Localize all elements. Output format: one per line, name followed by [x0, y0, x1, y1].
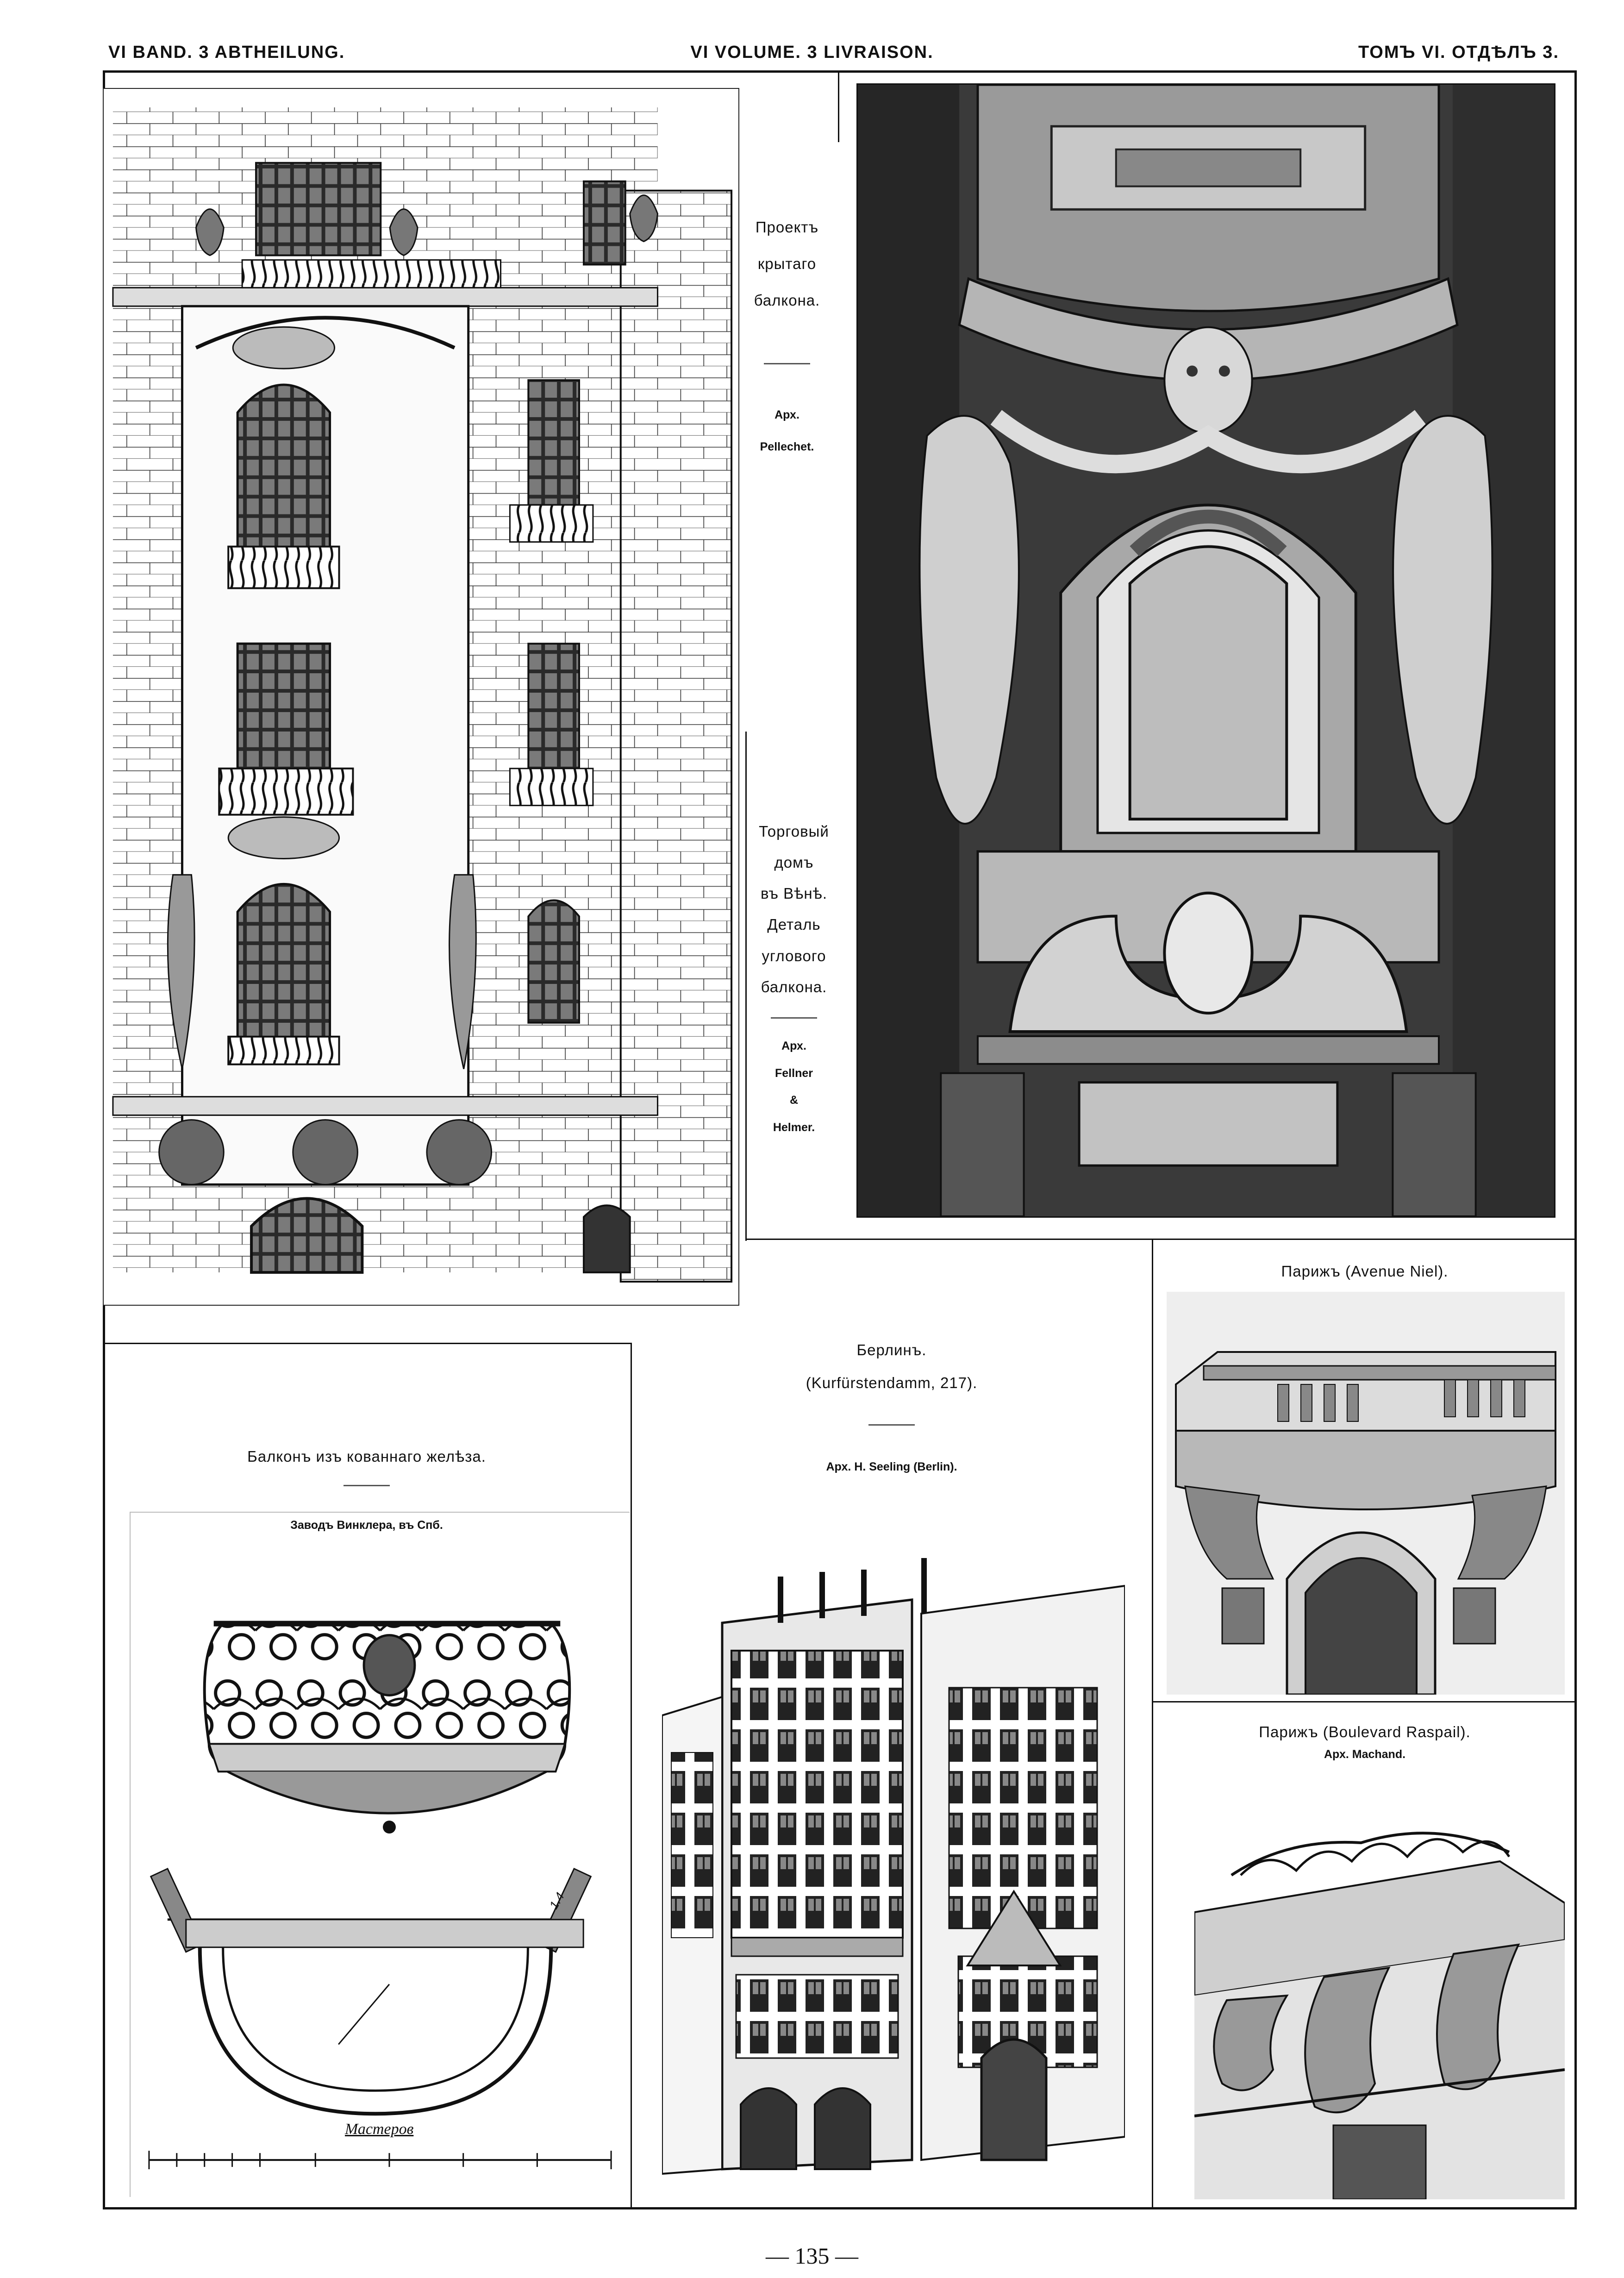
architect-name: Арх. Machand. [1324, 1748, 1406, 1761]
caption-divider [771, 1017, 817, 1019]
divider [745, 732, 747, 1241]
caption-address: (Kurfürstendamm, 217). [806, 1374, 978, 1392]
caption-line: балкона. [761, 978, 827, 995]
page-number: — 135 — [766, 2243, 858, 2269]
caption-line: Деталь [767, 916, 821, 933]
ironwork-caption: Балконъ изъ кованнаго желѣза. [103, 1445, 631, 1495]
berlin-caption: Берлинъ. (Kurfürstendamm, 217). Арх. H. … [631, 1338, 1152, 1476]
architect-name: Fellner [775, 1066, 813, 1080]
caption-title: Балконъ изъ кованнаго желѣза. [247, 1448, 486, 1465]
caption-line: углового [762, 947, 826, 964]
caption-title: Парижъ (Avenue Niel). [1281, 1263, 1449, 1280]
caption-divider [764, 363, 810, 365]
vienna-corner-balcony-photo [856, 83, 1555, 1218]
caption-line: въ Вѣнѣ. [760, 885, 828, 902]
ironwork-maker: Заводъ Винклера, въ Спб. [290, 1519, 443, 1532]
caption-divider [344, 1485, 390, 1487]
header-right: ТОМЪ VI. ОТДѢЛЪ 3. [1358, 43, 1559, 62]
pellechet-facade-drawing [103, 88, 739, 1306]
architect-name: Helmer. [773, 1121, 815, 1134]
caption-title: Берлинъ. [856, 1341, 927, 1358]
caption-line: балкона. [754, 292, 820, 309]
caption-line: крытаго [757, 255, 817, 273]
architect-label: Арх. [781, 1039, 806, 1052]
divider [745, 1239, 1577, 1240]
architect-label: Арх. [775, 408, 800, 422]
berlin-building-drawing [662, 1558, 1125, 2183]
scale-signature: Мастеров [345, 2121, 414, 2138]
pellechet-caption: Проектъ крытаго балкона. Арх. Pellechet. [741, 215, 833, 456]
architect-name: Арх. H. Seeling (Berlin). [826, 1460, 957, 1474]
divider [1152, 1701, 1577, 1702]
divider [1152, 1239, 1153, 2209]
caption-line: Торговый [759, 823, 829, 840]
paris-raspail-balcony-drawing [1194, 1783, 1565, 2199]
divider [103, 1343, 631, 1344]
paris-niel-caption: Парижъ (Avenue Niel). [1153, 1259, 1577, 1283]
caption-title: Парижъ (Boulevard Raspail). [1259, 1723, 1471, 1740]
architect-name: & [789, 1094, 799, 1107]
header-center: VI VOLUME. 3 LIVRAISON. [690, 43, 934, 62]
paris-niel-balcony-drawing [1167, 1292, 1565, 1695]
architect-name: Pellechet. [760, 440, 814, 454]
divider [838, 70, 839, 142]
paris-raspail-caption: Парижъ (Boulevard Raspail). Арх. Machand… [1153, 1720, 1577, 1764]
vienna-caption: Торговый домъ въ Вѣнѣ. Деталь углового б… [741, 820, 847, 1137]
divider [631, 1343, 632, 2209]
caption-line: домъ [774, 854, 814, 871]
caption-divider [868, 1424, 915, 1426]
caption-line: Проектъ [755, 219, 819, 236]
header-left: VI BAND. 3 ABTHEILUNG. [108, 43, 345, 62]
ironwork-balcony-drawing [130, 1512, 630, 2197]
